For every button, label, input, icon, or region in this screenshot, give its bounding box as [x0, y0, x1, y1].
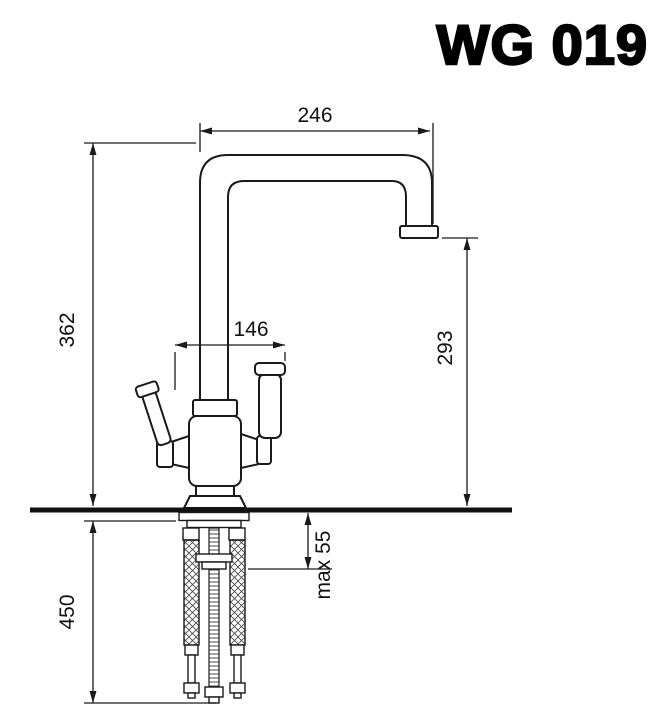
- dimension-spout-height: 293: [434, 237, 478, 506]
- hose-tube: [233, 654, 242, 684]
- left-handle-lever: [134, 380, 172, 447]
- body-upper-collar: [192, 399, 238, 417]
- model-title: WG 019: [437, 13, 648, 76]
- faucet-outline: [134, 154, 439, 509]
- mounting-bracket: [195, 553, 233, 563]
- right-supply-hose: [228, 527, 246, 699]
- arrowhead: [304, 513, 312, 525]
- threaded-stud: [208, 527, 220, 688]
- arrowhead: [89, 691, 97, 703]
- dimension-label: 293: [434, 330, 457, 365]
- dimension-label: 246: [297, 104, 332, 127]
- mounting-nut: [201, 561, 227, 570]
- body-base-flange: [182, 495, 248, 509]
- right-handle-hub: [256, 435, 272, 465]
- body-mid: [188, 415, 242, 487]
- dimension-hose-length: 450: [56, 520, 216, 704]
- dimension-label: max 55: [312, 531, 335, 600]
- mounting-flange: [178, 511, 250, 522]
- hose-end-nut: [229, 682, 246, 694]
- arrowhead: [273, 341, 285, 349]
- hose-end-nut: [183, 682, 200, 694]
- arrowhead: [89, 494, 97, 506]
- hose-top-fitting: [228, 527, 246, 541]
- stud-end-tip: [208, 696, 220, 704]
- arrowhead: [89, 521, 97, 533]
- arrowhead: [463, 238, 471, 250]
- arrowhead: [175, 341, 187, 349]
- dimension-label: 450: [56, 594, 79, 629]
- left-lever-cap: [134, 380, 160, 399]
- left-lever-arm: [141, 390, 172, 447]
- hose-lower-fitting: [230, 644, 245, 656]
- spout-outer-edge: [199, 154, 433, 404]
- right-lever-cap: [254, 362, 286, 376]
- arrowhead: [418, 127, 430, 135]
- arrowhead: [89, 143, 97, 155]
- mounting-plate: [186, 519, 242, 529]
- spout-outlet-cap: [399, 225, 439, 239]
- hose-end-tip: [187, 692, 196, 699]
- arrowhead: [304, 557, 312, 569]
- dimension-spout-reach: 246: [199, 104, 434, 224]
- stud-end-nut: [204, 686, 224, 698]
- right-lever-arm: [258, 373, 282, 439]
- body-lower-collar: [195, 485, 235, 497]
- dimension-max-thickness: max 55: [248, 513, 335, 599]
- dimension-label: 146: [233, 318, 268, 341]
- hose-top-fitting: [182, 527, 200, 541]
- left-supply-hose: [182, 527, 200, 699]
- hose-tube: [187, 654, 196, 684]
- dimension-label: 362: [56, 312, 79, 347]
- spout-inner-edge: [227, 180, 407, 404]
- hose-end-tip: [233, 692, 242, 699]
- dimension-handle-span: 146: [174, 318, 286, 390]
- dimension-overall-height: 362: [56, 142, 196, 506]
- arrowhead: [200, 127, 212, 135]
- arrowhead: [463, 494, 471, 506]
- mounting-hardware: [178, 511, 250, 704]
- hose-lower-fitting: [184, 644, 199, 656]
